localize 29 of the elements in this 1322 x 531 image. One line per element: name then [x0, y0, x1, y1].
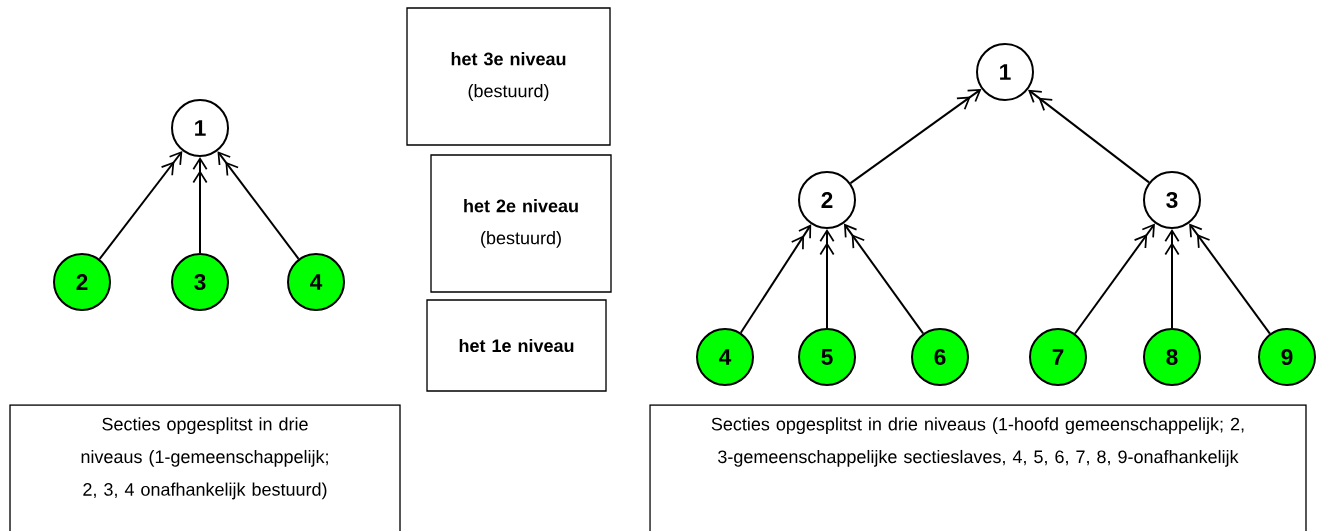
circle-node: 1 [976, 43, 1034, 101]
arrow [739, 224, 812, 334]
circle-node: 6 [911, 328, 969, 386]
caption-box: Secties opgesplitst in drie niveaus (1-hoofd gemeenschappelijk; 2, 3-gemeenschappelijke sectieslaves, 4, 5, 6, 7, 8, 9-onafhankelijk [649, 404, 1307, 531]
circle-node: 9 [1258, 328, 1316, 386]
level-box: het 2e niveau (bestuurd) [430, 154, 612, 293]
arrow [843, 223, 925, 335]
circle-node: 7 [1029, 328, 1087, 386]
circle-node: 4 [696, 328, 754, 386]
level-box: het 3e niveau (bestuurd) [406, 7, 611, 146]
arrow [1164, 229, 1180, 329]
circle-node: 4 [287, 253, 345, 311]
level-box: het 1e niveau [426, 299, 607, 392]
arrow [819, 229, 835, 329]
arrow [98, 151, 183, 260]
arrow [1028, 89, 1150, 184]
circle-node: 8 [1143, 328, 1201, 386]
circle-node: 1 [171, 99, 229, 157]
arrow [1189, 223, 1271, 335]
circle-node: 5 [798, 328, 856, 386]
circle-node: 3 [1143, 171, 1201, 229]
circle-node: 3 [171, 253, 229, 311]
circle-node: 2 [798, 171, 856, 229]
arrow [192, 157, 208, 254]
arrow [849, 88, 982, 185]
caption-box: Secties opgesplitst in drie niveaus (1-gemeenschappelijk; 2, 3, 4 onafhankelijk bestuurd) [9, 404, 401, 531]
arrow [217, 151, 300, 260]
circle-node: 2 [53, 253, 111, 311]
arrow [1074, 223, 1155, 335]
